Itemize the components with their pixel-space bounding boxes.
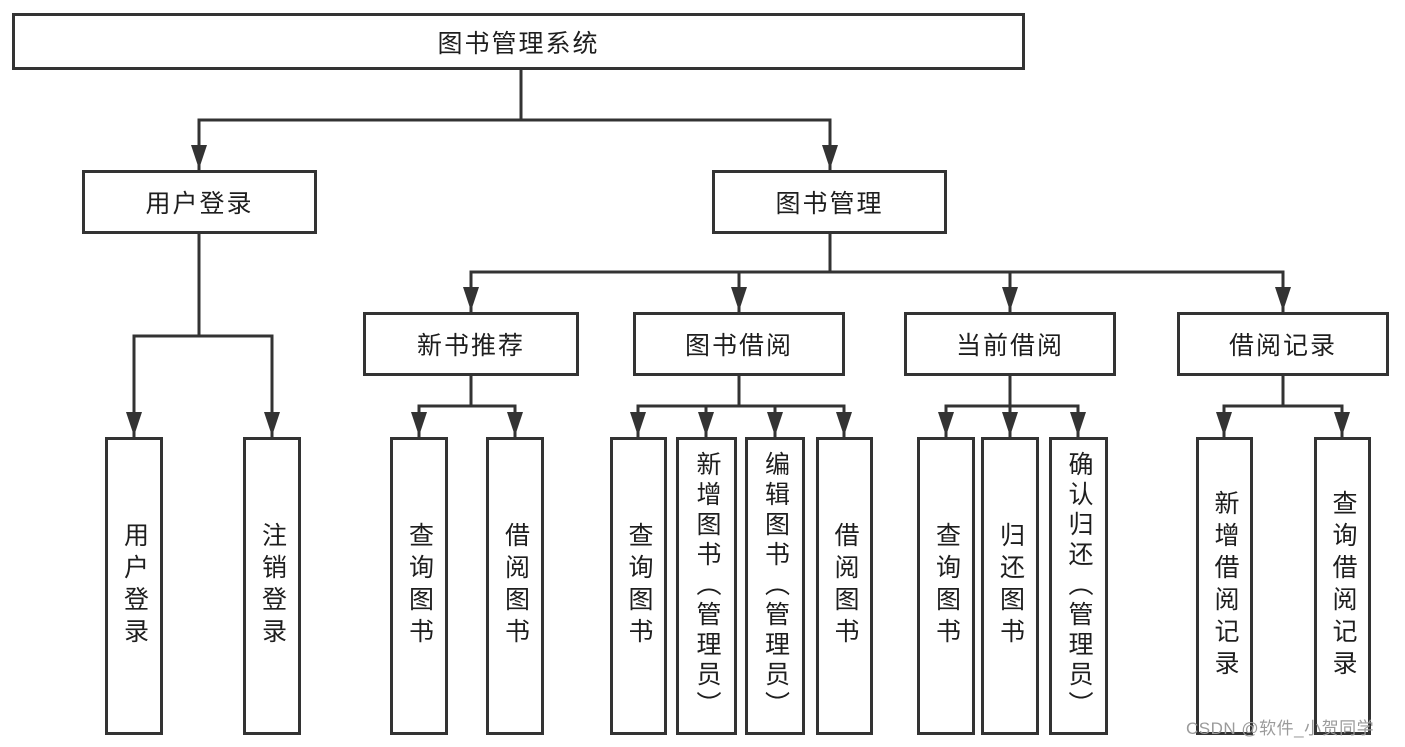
leaf-label: 确认归还（管理员） [1065, 451, 1093, 721]
leaf-records-query-record: 查询借阅记录 [1314, 437, 1371, 735]
node-label: 新书推荐 [416, 332, 525, 360]
leaf-recommend-query-book: 查询图书 [390, 437, 448, 735]
leaf-records-add-record: 新增借阅记录 [1196, 437, 1253, 735]
node-book-management: 图书管理 [712, 170, 947, 234]
node-new-book-recommend: 新书推荐 [363, 312, 579, 376]
leaf-borrow-borrow-book: 借阅图书 [816, 437, 873, 735]
watermark: CSDN @软件_小贺同学 [1186, 719, 1375, 738]
leaf-current-query-book: 查询图书 [917, 437, 975, 735]
node-label: 图书管理 [775, 190, 884, 218]
leaf-current-return-book: 归还图书 [981, 437, 1039, 735]
node-borrow-records: 借阅记录 [1177, 312, 1389, 376]
node-current-borrow: 当前借阅 [904, 312, 1116, 376]
leaf-label: 查询图书 [405, 522, 434, 650]
leaf-current-confirm-return-admin: 确认归还（管理员） [1049, 437, 1108, 735]
leaf-label: 查询图书 [625, 522, 653, 650]
leaf-recommend-borrow-book: 借阅图书 [486, 437, 544, 735]
node-book-borrow: 图书借阅 [633, 312, 845, 376]
node-label: 借阅记录 [1228, 332, 1337, 360]
leaf-label: 用户登录 [120, 522, 149, 650]
leaf-label: 归还图书 [996, 522, 1025, 650]
leaf-label: 注销登录 [258, 522, 287, 650]
node-label: 当前借阅 [955, 332, 1064, 360]
leaf-label: 借阅图书 [501, 522, 530, 650]
leaf-label: 新增借阅记录 [1211, 490, 1239, 682]
leaf-label: 编辑图书（管理员） [761, 451, 790, 721]
leaf-label: 查询图书 [932, 522, 961, 650]
node-label: 图书借阅 [684, 332, 793, 360]
node-label: 用户登录 [145, 190, 254, 218]
node-root: 图书管理系统 [12, 13, 1025, 70]
leaf-borrow-query-book: 查询图书 [610, 437, 667, 735]
leaf-label: 借阅图书 [831, 522, 859, 650]
node-label: 图书管理系统 [437, 29, 600, 58]
leaf-label: 新增图书（管理员） [693, 451, 721, 721]
leaf-borrow-edit-book-admin: 编辑图书（管理员） [745, 437, 805, 735]
leaf-login: 用户登录 [105, 437, 163, 735]
leaf-logout: 注销登录 [243, 437, 301, 735]
leaf-label: 查询借阅记录 [1329, 490, 1357, 682]
leaf-borrow-add-book-admin: 新增图书（管理员） [676, 437, 737, 735]
node-user-login: 用户登录 [82, 170, 317, 234]
